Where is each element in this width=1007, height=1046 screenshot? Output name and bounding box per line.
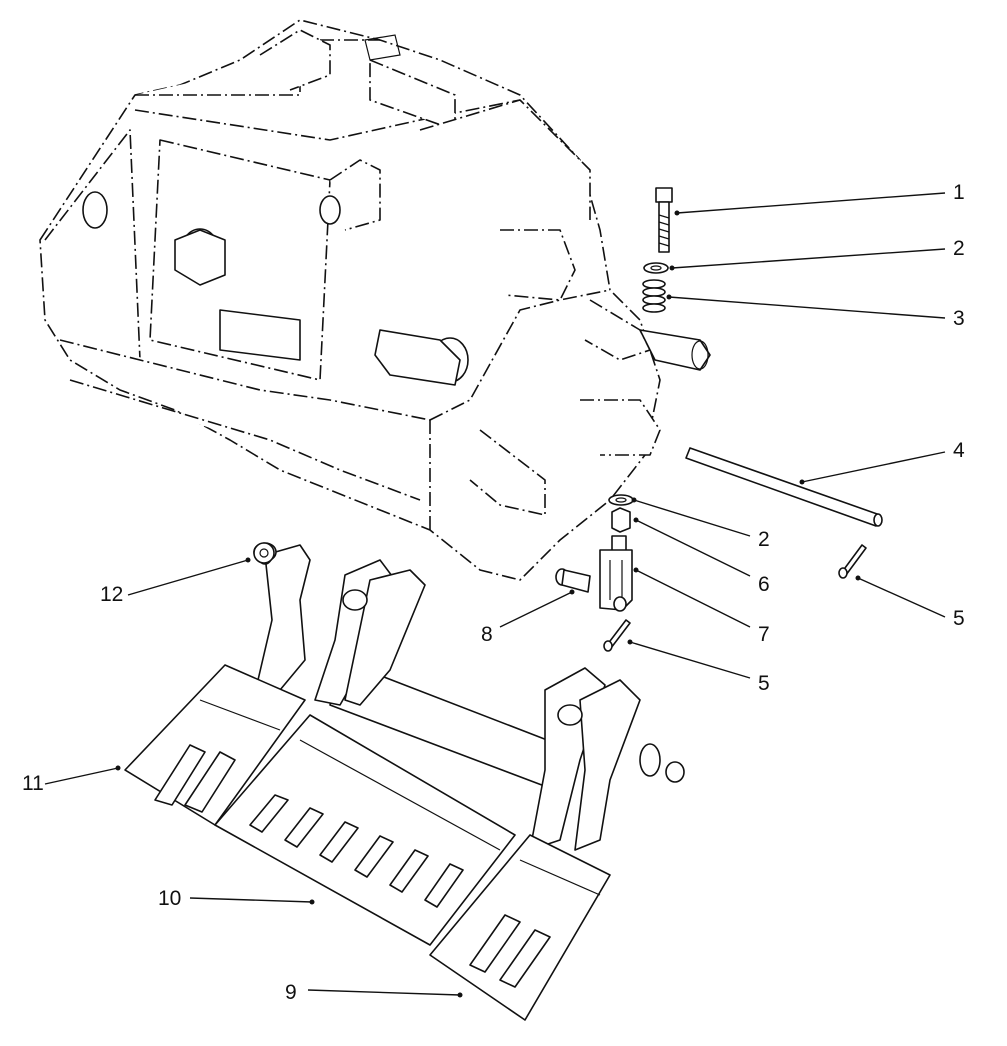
cotter-pin-part-5-lower (603, 619, 631, 652)
callout-5-lower: 5 (758, 672, 770, 695)
callout-12: 12 (100, 583, 124, 606)
callout-2-upper: 2 (953, 237, 965, 260)
callout-10: 10 (158, 887, 182, 910)
callout-3: 3 (953, 307, 965, 330)
callout-11: 11 (22, 772, 44, 795)
clevis-part-7 (599, 535, 633, 612)
callout-8: 8 (481, 623, 493, 646)
washer-part-2-lower (608, 494, 634, 506)
washer-part-2-upper (643, 262, 669, 274)
callout-2-lower: 2 (758, 528, 770, 551)
callout-5-right: 5 (953, 607, 965, 630)
clevis-pin-part-8 (555, 568, 591, 593)
transmission-housing (39, 19, 711, 581)
pedal-assembly (124, 542, 685, 1021)
callout-4: 4 (953, 439, 965, 462)
spring-part-3 (642, 279, 666, 313)
callout-9: 9 (285, 981, 297, 1004)
callout-1: 1 (953, 181, 965, 204)
rod-part-4 (685, 447, 883, 527)
cotter-pin-part-5-right (838, 544, 867, 579)
washer-part-12 (253, 542, 275, 564)
bolt-part-1 (655, 187, 673, 253)
callout-7: 7 (758, 623, 770, 646)
leader-lines (44, 192, 946, 998)
callout-6: 6 (758, 573, 770, 596)
nut-part-6 (611, 507, 631, 533)
